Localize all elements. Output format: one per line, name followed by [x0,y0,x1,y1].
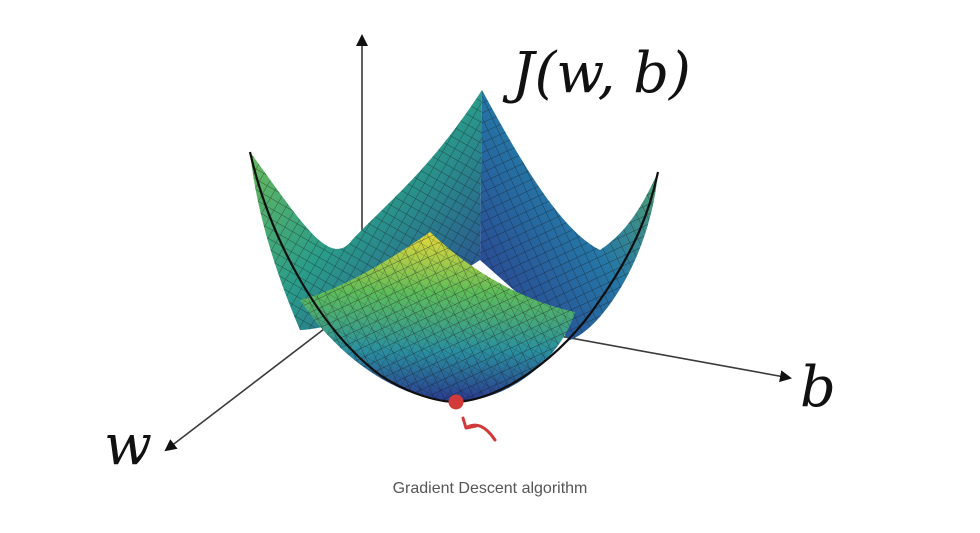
w-axis-label: w [104,413,152,478]
cost-surface [248,90,660,404]
figure-caption: Gradient Descent algorithm [392,480,588,497]
surface-label: J(w, b) [512,41,691,106]
minimum-dot-icon [448,394,464,410]
b-axis-label: b [800,355,836,420]
curved-arrow-icon [461,416,497,442]
